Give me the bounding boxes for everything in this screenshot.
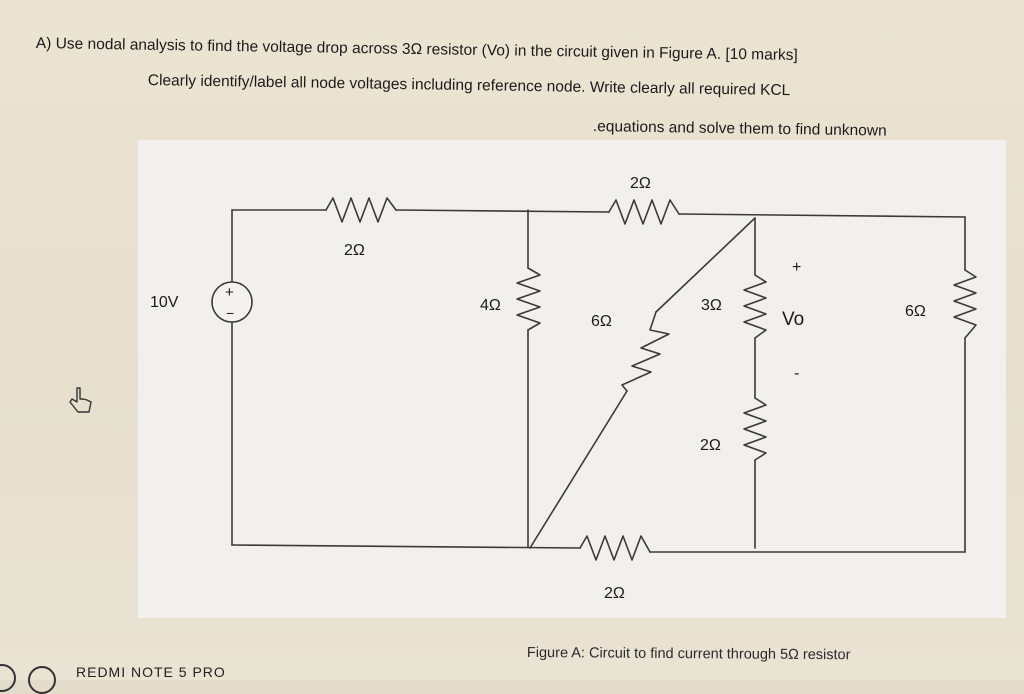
resistor-4ohm xyxy=(516,267,541,331)
label-r-4: 4Ω xyxy=(480,297,501,314)
source-plus: + xyxy=(225,284,234,301)
label-r-6-right: 6Ω xyxy=(905,303,926,320)
wire-top-mid xyxy=(395,209,610,213)
resistor-3ohm xyxy=(743,274,767,339)
cursor-icon xyxy=(69,387,92,413)
wire-diag-lower xyxy=(529,390,628,549)
resistor-6ohm-diag xyxy=(621,311,670,392)
figure-area xyxy=(138,140,1006,618)
circuit-diagram: 10V + − 2Ω 2Ω 4Ω 6Ω 3Ω 2Ω 6Ω 2Ω + Vo - xyxy=(150,175,977,602)
resistor-top-right xyxy=(608,199,680,225)
wire-bottom-left xyxy=(231,544,581,549)
label-r-top-left: 2Ω xyxy=(344,242,365,259)
voltage-source xyxy=(211,281,253,323)
resistor-6ohm-right xyxy=(953,269,977,339)
resistor-2ohm-vert xyxy=(743,397,767,461)
vo-minus: - xyxy=(794,365,799,382)
figure-caption: Figure A: Circuit to find current throug… xyxy=(526,645,851,664)
label-r-2-bottom: 2Ω xyxy=(604,585,625,602)
source-label: 10V xyxy=(150,294,179,311)
label-r-3: 3Ω xyxy=(701,297,722,314)
vo-plus: + xyxy=(792,259,801,276)
resistor-top-left xyxy=(325,197,397,223)
resistor-bottom xyxy=(579,535,651,561)
watermark-icon-2 xyxy=(28,666,56,694)
wire-top-right xyxy=(678,213,966,218)
camera-watermark: REDMI NOTE 5 PRO xyxy=(76,664,226,680)
label-r-top-right: 2Ω xyxy=(630,175,651,192)
vo-label: Vo xyxy=(782,309,804,330)
label-r-6-diag: 6Ω xyxy=(591,313,612,330)
source-minus: − xyxy=(226,305,234,321)
wire-diag-upper xyxy=(655,217,756,313)
label-r-2-vert: 2Ω xyxy=(700,437,721,454)
